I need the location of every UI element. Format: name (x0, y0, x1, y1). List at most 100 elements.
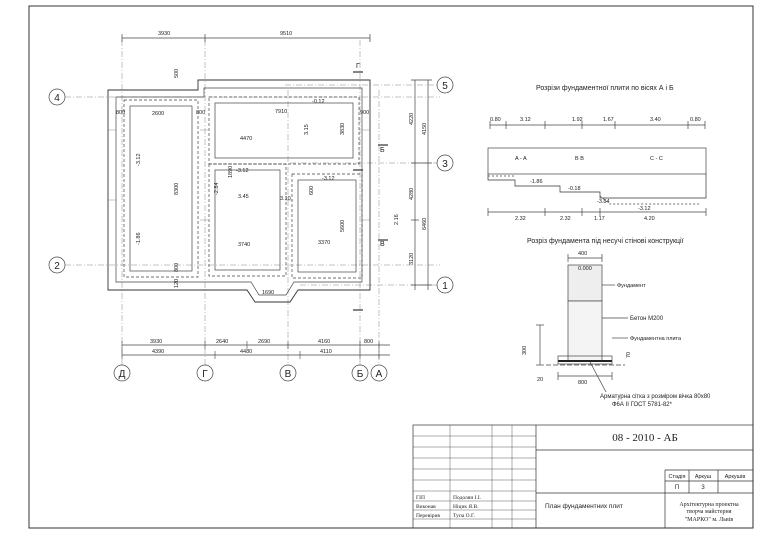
wall-dim-70: 70 (626, 352, 632, 358)
room-dim-345: 3.45 (238, 194, 249, 200)
dim-bottom-2c: 4110 (320, 349, 332, 355)
ab-dim-5: 3.40 (650, 117, 661, 123)
level-7: 2.16 (394, 214, 400, 225)
dim-right-1: 4220 (409, 113, 415, 125)
dim-bottom-1a: 3930 (150, 339, 162, 345)
level-5: -1.86 (136, 232, 142, 245)
dim-bottom-1d: 4160 (318, 339, 330, 345)
name-2: Ніцик Я.В. (453, 504, 479, 510)
ab-dim-1: 0.80 (490, 117, 501, 123)
dim-bottom-1b: 2640 (216, 339, 228, 345)
org-line-1: Архітектурна проектна (679, 502, 739, 508)
axis-lines (65, 40, 440, 365)
section-wall-drawing (536, 254, 628, 393)
dim-right-4: 6460 (422, 218, 428, 230)
room-dim-1690: 1690 (262, 290, 274, 296)
label-rebar-2: Ф6А ІІ ГОСТ 5781-82* (612, 402, 673, 408)
section-mark-g: Г (356, 63, 360, 70)
col-sheets: Аркушів (725, 474, 746, 480)
section-ab-texts: 0.80 3.12 1.92 1.67 3.40 0.80 A - A B B … (490, 117, 701, 222)
room-dim-7910: 7910 (275, 109, 287, 115)
ab-dim-2: 3.12 (520, 117, 531, 123)
level-2: -3.12 (236, 168, 249, 174)
section-ab-title: Розрізи фундаментної плити по вісях А і … (536, 84, 674, 92)
name-3: Тупа О.Г. (453, 513, 476, 519)
foundation-plan (65, 34, 440, 365)
small-dim-2: 800 (196, 110, 205, 116)
ab-bot-3: 1.17 (594, 216, 605, 222)
axis-label-5: 5 (442, 81, 448, 92)
col-stage: Стадія (669, 474, 686, 480)
small-dim-1: 800 (116, 110, 125, 116)
col-sheet: Аркуш (695, 474, 712, 480)
axis-bubbles-number (48, 76, 454, 294)
section-wall-title: Розріз фундамента під несучі стінові кон… (527, 237, 684, 245)
room-dim-5600: 5600 (340, 220, 346, 232)
name-1: Подолян І.І. (453, 495, 482, 501)
level-1: -0.12 (312, 99, 325, 105)
room-dim-3370: 3370 (318, 240, 330, 246)
role-1: ГІП (416, 495, 425, 501)
ab-level-3: -3.84 (597, 199, 610, 205)
small-dim-4: 500 (174, 69, 180, 78)
ab-level-4: -3.12 (638, 206, 651, 212)
ab-bot-2: 2.32 (560, 216, 571, 222)
axis-label-a: А (376, 369, 383, 380)
wall-dim-400: 400 (578, 251, 587, 257)
ab-dim-6: 0.80 (690, 117, 701, 123)
section-wall-texts: 400 0.000 300 70 20 800 Фундамент Бетон … (522, 251, 711, 408)
label-rebar-1: Арматурна сітка з розміром вічка 80х80 (600, 394, 711, 400)
room-left (129, 105, 193, 272)
axis-label-g: Г (202, 369, 208, 380)
label-foundation: Фундамент (617, 283, 646, 289)
level-4: -3.12 (136, 153, 142, 166)
small-dim-6: 600 (309, 186, 315, 195)
dim-bottom-2b: 4480 (240, 349, 252, 355)
ab-label-a: A - A (515, 156, 527, 162)
title-block-texts: 08 - 2010 - АБ План фундаментних плит Ар… (416, 432, 745, 523)
level-8: 3.15 (304, 124, 310, 135)
axis-label-d: Д (119, 369, 126, 380)
dim-top-1: 3930 (158, 31, 170, 37)
dim-right-5: 3120 (409, 253, 415, 265)
slab-outline (107, 79, 371, 303)
section-ab-drawing (487, 121, 707, 216)
room-dim-3740: 3740 (238, 242, 250, 248)
label-concrete: Бетон М200 (630, 316, 664, 322)
axis-label-b: Б (357, 369, 364, 380)
small-dim-3: 800 (174, 263, 180, 272)
dim-right-3: 4280 (409, 188, 415, 200)
role-2: Виконав (416, 504, 436, 510)
stage-value: П (675, 485, 679, 491)
ab-label-c: C - C (650, 156, 663, 162)
wall-dim-20: 20 (537, 377, 543, 383)
axis-label-1: 1 (442, 281, 448, 292)
axis-label-v: В (285, 369, 292, 380)
plan-dimension-texts: 3930 9510 3930 2640 2690 4160 800 4390 4… (116, 31, 428, 355)
title-block (412, 424, 754, 529)
dim-bottom-2a: 4390 (152, 349, 164, 355)
ab-dim-3: 1.92 (572, 117, 583, 123)
ab-bot-1: 2.32 (515, 216, 526, 222)
dim-top-2: 9510 (280, 31, 292, 37)
role-3: Перевірив (416, 513, 440, 519)
ab-label-b: B B (575, 156, 584, 162)
room-top-right (214, 102, 354, 159)
dim-bottom-1c: 2690 (258, 339, 270, 345)
org-line-3: "МАРКО" м. Львів (685, 517, 734, 523)
sheet-value: 3 (701, 485, 705, 491)
axis-label-2: 2 (54, 261, 60, 272)
project-code: 08 - 2010 - АБ (612, 432, 678, 444)
level-9: 3.10 (280, 196, 291, 202)
ab-level-1: -1.86 (530, 179, 543, 185)
room-lower-right (297, 179, 357, 273)
small-dim-5: 120 (174, 279, 180, 288)
axis-label-4: 4 (54, 93, 60, 104)
room-dim-4470: 4470 (240, 136, 252, 142)
label-slab: Фундаментна плита (630, 336, 682, 342)
ab-bot-4: 4.20 (644, 216, 655, 222)
wall-dim-300: 300 (522, 346, 528, 355)
axis-bubbles-letter (113, 364, 388, 382)
slab-outline-inner (115, 87, 363, 296)
